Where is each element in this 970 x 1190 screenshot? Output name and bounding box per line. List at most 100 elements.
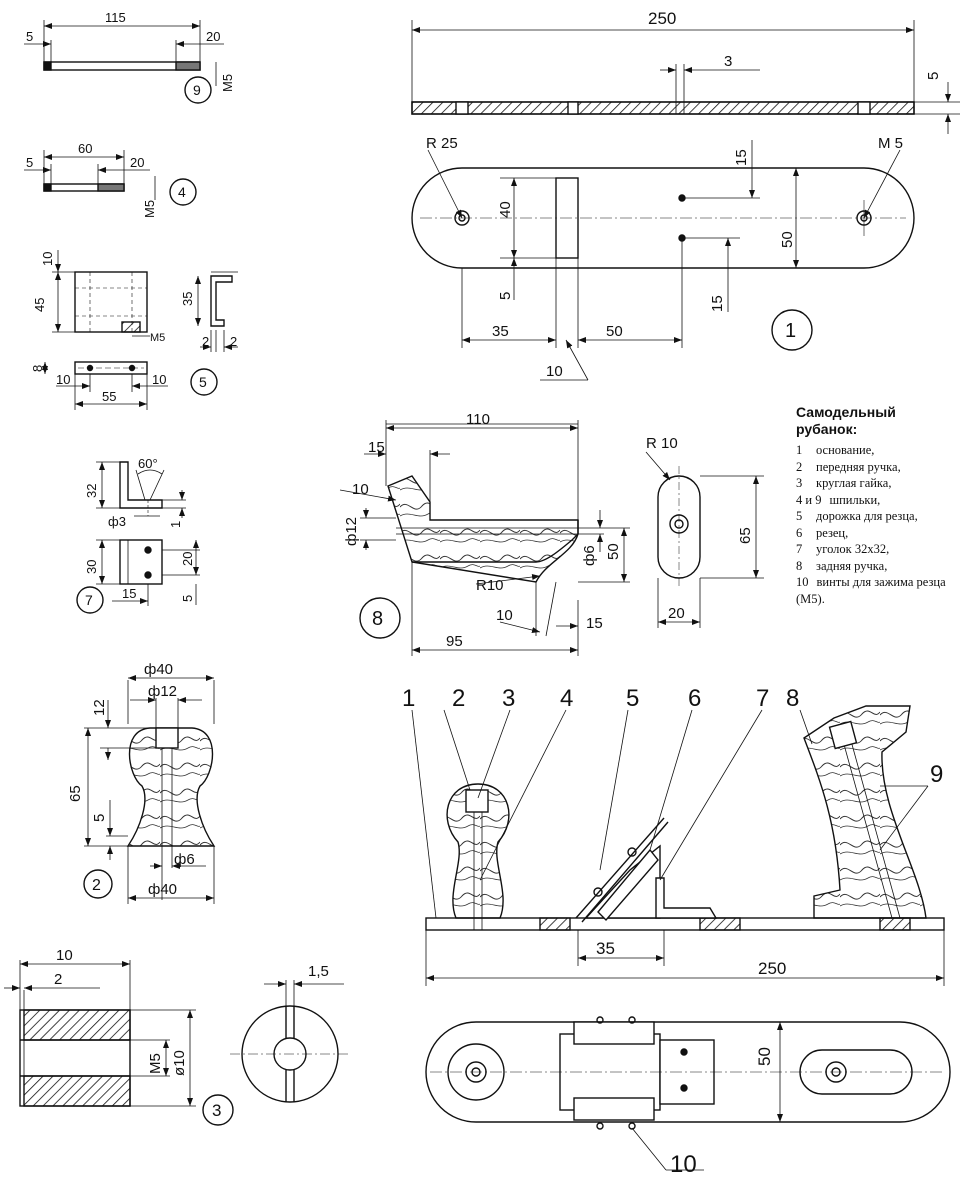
legend-item-num: 4 и 9 [796,492,822,507]
legend-item: 7 уголок 32х32, [796,541,966,558]
legend-title-line1: Самодельный [796,404,896,420]
legend-item-num: 7 [796,542,803,556]
legend: Самодельный рубанок: 1 основание, 2 передн… [796,404,966,607]
dim-part1-15a: 15 [733,149,750,166]
callout-5: 5 [626,685,639,712]
dim-part7-32: 32 [84,484,99,498]
dim-part3-phi10: ø10 [171,1050,188,1076]
dim-part2-phi12: ф12 [148,683,177,700]
dim-part8-50: 50 [605,543,622,560]
dim-part1-50b: 50 [606,323,623,340]
dim-part4-20: 20 [130,155,144,170]
legend-item-text: резец, [816,525,849,540]
dim-part8-15b: 15 [586,615,603,632]
callout-4: 4 [560,685,573,712]
dim-part2-phi40top: ф40 [144,661,173,678]
legend-item-num: 5 [796,509,803,523]
legend-item-text: круглая гайка, [816,476,892,490]
part-1-base [411,20,960,381]
dim-part7-5: 5 [180,595,195,602]
dim-part8-95: 95 [446,633,463,650]
dim-part1-r25: R 25 [426,135,458,152]
legend-item-text: задняя ручка, [816,558,888,573]
dim-part3-10: 10 [56,947,73,964]
dim-part1-5b: 5 [497,292,514,300]
dim-part9-115: 115 [105,10,126,25]
dim-part8-20: 20 [668,605,685,622]
legend-item-text: передняя ручка, [816,459,901,474]
dim-part7-60deg: 60° [138,456,158,471]
dim-part4-5: 5 [26,155,33,170]
dim-part3-m5: М5 [147,1053,164,1074]
dim-part8-r10: R10 [476,577,504,594]
dim-part7-phi3: ф3 [108,514,126,529]
label-part9: 9 [193,82,201,98]
dim-part5-2b: 2 [230,334,237,349]
dim-part5-45: 45 [32,298,47,312]
dim-part2-12: 12 [91,699,108,716]
part-4-stud [24,150,197,206]
dim-part4-60: 60 [78,141,92,156]
dim-part2-phi6: ф6 [174,851,195,868]
dim-part5-55: 55 [102,389,116,404]
dim-part7-15: 15 [122,586,136,601]
dim-part8-r10b: R 10 [646,435,678,452]
callout-8: 8 [786,685,799,712]
dim-part3-2: 2 [54,971,62,988]
label-part4: 4 [178,184,186,200]
legend-item: 3 круглая гайка, [796,475,966,492]
label-part1: 1 [785,320,796,342]
legend-item-num: 10 [796,575,809,589]
dim-part1-m5: М 5 [878,135,903,152]
dim-part1-50: 50 [779,231,796,248]
dim-part5-m5: М5 [150,332,165,344]
callout-6: 6 [688,685,701,712]
dim-part8-phi6: ф6 [581,545,598,566]
label-part8: 8 [372,608,383,630]
legend-item-text: дорожка для резца, [816,509,918,523]
legend-item: 2 передняя ручка, [796,459,966,476]
legend-item-text: шпильки, [829,492,881,507]
dim-part1-250: 250 [648,9,676,28]
part-5-track [42,250,238,410]
part-9-stud [24,20,224,104]
legend-item-num: 2 [796,459,803,474]
dim-assembly-250: 250 [758,959,786,978]
legend-item-text: основание, [816,443,875,457]
callout-3: 3 [502,685,515,712]
dim-part4-m5: М5 [142,200,157,218]
legend-item: 4 и 9 шпильки, [796,492,966,509]
callout-7: 7 [756,685,769,712]
dim-part5-10b: 10 [56,372,70,387]
dim-part1-40: 40 [497,201,514,218]
dimension-labels: 115 5 20 М5 9 60 5 20 М5 4 10 45 М5 35 2… [26,9,943,1178]
part-7-angle [76,461,200,614]
legend-item-text: уголок 32х32, [816,542,890,556]
dim-part2-phi40bot: ф40 [148,881,177,898]
dim-part5-10: 10 [40,252,55,266]
dim-part8-110: 110 [466,411,490,428]
label-part2: 2 [92,877,101,894]
part-2-front-handle [83,675,216,904]
legend-item-text: винты для зажима резца (М5). [796,575,946,606]
label-part5: 5 [199,374,207,390]
legend-title: Самодельный рубанок: [796,404,966,438]
legend-item-num: 8 [796,558,803,573]
dim-part8-10: 10 [352,481,369,498]
dim-part9-m5: М5 [220,74,235,92]
legend-item: 6 резец, [796,525,966,542]
legend-item-num: 6 [796,525,803,540]
legend-item-num: 1 [796,443,803,457]
dim-part5-8: 8 [30,365,45,372]
label-part7: 7 [85,592,93,608]
legend-item: 5 дорожка для резца, [796,508,966,525]
callout-9: 9 [930,761,943,788]
dim-part1-10: 10 [546,363,563,380]
dim-part7-30: 30 [84,560,99,574]
label-part3: 3 [212,1101,221,1120]
legend-title-line2: рубанок: [796,421,858,437]
dim-part1-15b: 15 [709,295,726,312]
legend-item-num: 3 [796,476,803,490]
dim-part1-35: 35 [492,323,509,340]
